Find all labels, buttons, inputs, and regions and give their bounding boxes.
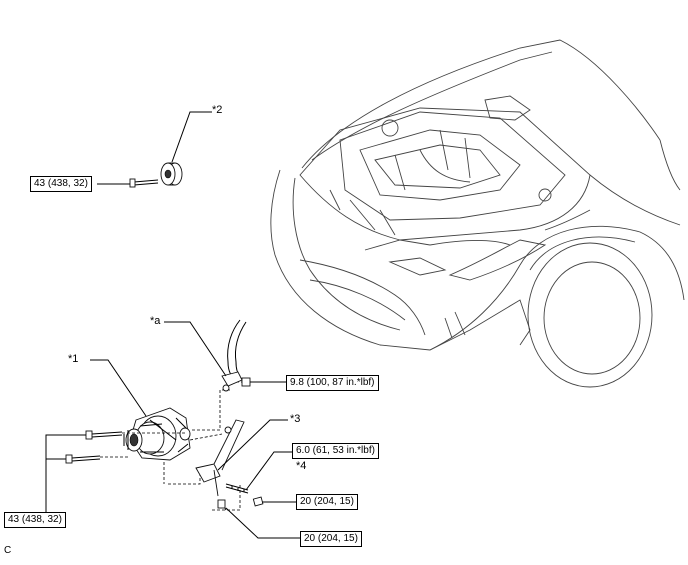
torque-alternator-bolts: 43 (438, 32) — [4, 512, 66, 528]
callout-part-1: *1 — [68, 353, 79, 365]
idler-pulley-part — [97, 111, 212, 188]
torque-stud-bolt: 6.0 (61, 53 in.*lbf) — [292, 443, 379, 459]
vehicle-front-illustration — [270, 39, 685, 388]
figure-reference: C — [4, 545, 12, 556]
bracket-part — [195, 419, 288, 497]
torque-nut-lower-2: 20 (204, 15) — [300, 531, 362, 547]
alternator-part — [45, 359, 191, 512]
stud-bolt-part — [225, 451, 292, 494]
callout-part-3: *3 — [290, 413, 301, 425]
torque-terminal-nut: 9.8 (100, 87 in.*lbf) — [286, 375, 379, 391]
lower-nuts — [217, 496, 300, 539]
torque-nut-lower-1: 20 (204, 15) — [296, 494, 358, 510]
callout-part-a: *a — [150, 315, 161, 327]
torque-idler-bolt: 43 (438, 32) — [30, 176, 92, 192]
callout-part-4: *4 — [296, 460, 307, 472]
wire-harness-terminal — [164, 319, 286, 392]
callout-part-2: *2 — [212, 104, 223, 116]
